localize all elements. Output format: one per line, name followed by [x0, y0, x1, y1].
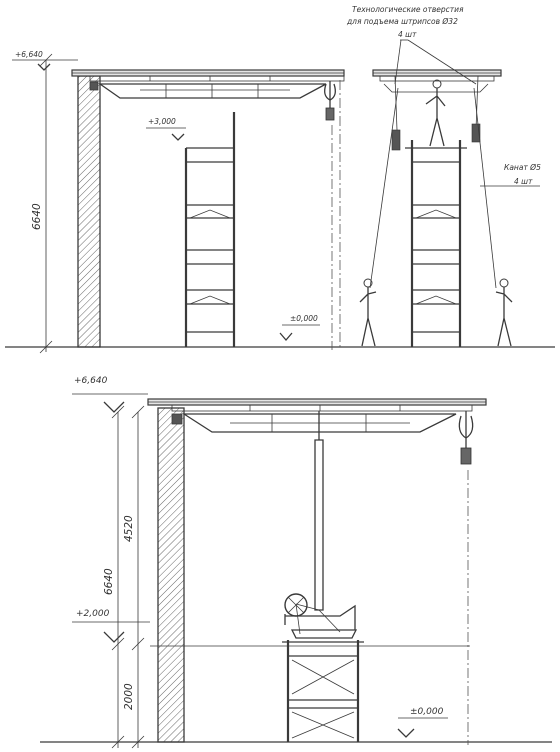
rope-note: Канат Ø5 4 шт: [480, 163, 541, 187]
dimension-total-top: 6640: [31, 53, 53, 354]
dimension-label: 4520: [123, 515, 135, 542]
scaffold-tower-right: [405, 140, 467, 347]
dimension-label: 2000: [123, 683, 135, 710]
roof-slab-left: [71, 69, 345, 82]
column-left-top: [77, 75, 101, 348]
column-bottom: [157, 407, 185, 743]
dimension-upper: 4520: [123, 405, 145, 651]
note-holes-line3: 4 шт: [398, 30, 417, 39]
note-holes-line1: Технологические отверстия: [352, 5, 464, 14]
level-mark-plus2: +2,000: [72, 609, 150, 643]
roof-slab-bottom: [147, 398, 487, 412]
note-holes-line2: для подъема штрипсов Ø32: [346, 17, 458, 26]
note-rope-line1: Канат Ø5: [504, 163, 541, 172]
holes-note: Технологические отверстия для подъема шт…: [346, 5, 464, 39]
note-rope-line2: 4 шт: [514, 177, 533, 186]
top-right-view: Технологические отверстия для подъема шт…: [339, 5, 541, 350]
worker-figure-right-ground: [495, 278, 513, 347]
level-label: +6,640: [15, 50, 43, 59]
crane-truss-bottom: [171, 413, 457, 433]
winch-unit: [284, 593, 358, 639]
dimension-total-bottom: 6640: [103, 405, 125, 749]
level-label: +3,000: [148, 117, 176, 126]
level-label: +6,640: [74, 376, 108, 386]
hook-left: [324, 81, 336, 121]
level-mark-zero-bottom: ±0,000: [397, 707, 448, 738]
winch-rope: [295, 411, 341, 635]
bottom-view: +6,640 +2,000 ±0,000 6640 4520: [40, 376, 552, 749]
dimension-lower: 2000: [123, 646, 145, 749]
hook-bottom: [458, 411, 474, 465]
level-mark-mid: +3,000: [146, 117, 186, 141]
top-left-view: +6,640 +3,000 ±0,000 6640: [5, 50, 555, 354]
crane-truss-left: [89, 81, 327, 99]
roof-slab-right: [372, 69, 502, 93]
scaffold-tower-bottom: [282, 640, 364, 742]
scaffold-tower-left: [184, 112, 236, 347]
level-label: +2,000: [76, 609, 110, 619]
level-mark-top-bottom: +6,640: [72, 376, 148, 413]
rope-assembly-right: [369, 39, 497, 289]
worker-figure-left-ground: [359, 278, 377, 347]
worker-figure-top: [425, 79, 446, 147]
level-mark-top-left: +6,640: [12, 50, 78, 71]
dimension-label: 6640: [31, 203, 43, 230]
dimension-label: 6640: [103, 568, 115, 595]
level-label: ±0,000: [290, 314, 318, 323]
level-mark-zero-top: ±0,000: [279, 314, 320, 341]
level-label: ±0,000: [410, 707, 444, 717]
